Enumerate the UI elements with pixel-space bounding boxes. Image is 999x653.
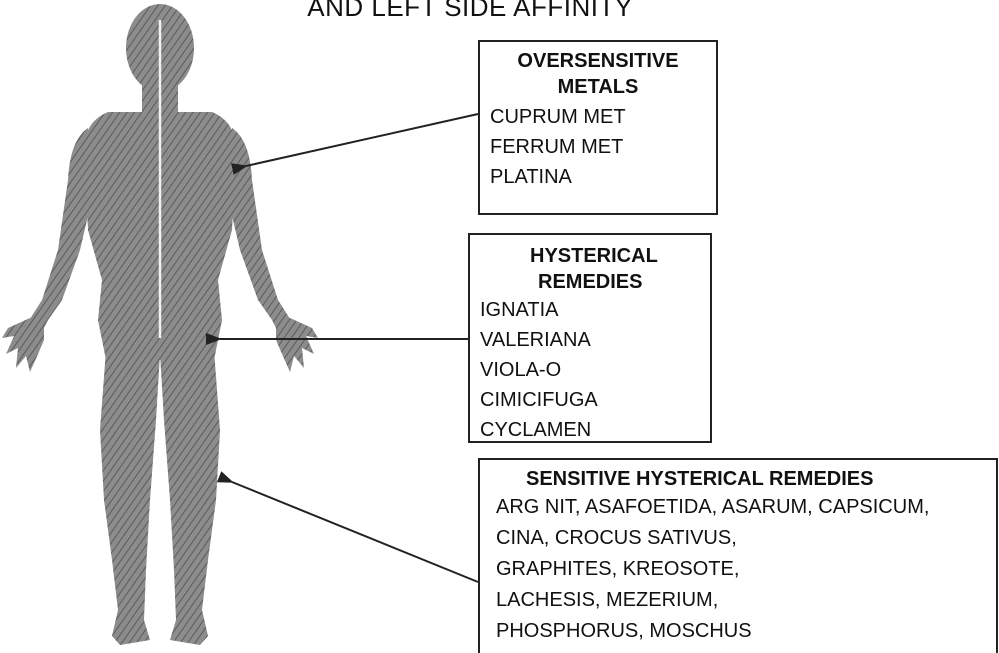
remedy-item: FERRUM MET — [480, 132, 716, 162]
remedy-item: PLATINA — [480, 162, 716, 192]
oversensitive-metals-box: OVERSENSITIVE METALS CUPRUM MET FERRUM M… — [478, 40, 718, 215]
hysterical-remedies-box: HYSTERICAL REMEDIES IGNATIA VALERIANA VI… — [468, 233, 712, 443]
remedy-item: CYCLAMEN — [470, 415, 710, 445]
box-heading: HYSTERICAL REMEDIES — [470, 243, 710, 295]
box-heading-line: METALS — [480, 74, 716, 100]
remedy-item: ARG NIT, ASAFOETIDA, ASARUM, CAPSICUM, — [480, 492, 996, 523]
remedy-item: VIOLA-O — [470, 355, 710, 385]
remedy-item: CIMICIFUGA — [470, 385, 710, 415]
left-leg-shape — [100, 350, 160, 645]
left-hand-shape — [2, 318, 44, 372]
remedy-item: IGNATIA — [470, 295, 710, 325]
box-heading-line: REMEDIES — [530, 269, 710, 295]
right-leg-shape — [160, 350, 220, 645]
remedy-item: PHOSPHORUS, MOSCHUS — [480, 616, 996, 647]
remedy-item: CUPRUM MET — [480, 102, 716, 132]
remedy-item: GRAPHITES, KREOSOTE, — [480, 554, 996, 585]
arrow-to-metals — [246, 114, 478, 166]
box-heading-line: SENSITIVE HYSTERICAL REMEDIES — [526, 466, 996, 492]
remedy-item: LACHESIS, MEZERIUM, — [480, 585, 996, 616]
diagram-title: AND LEFT SIDE AFFINITY — [260, 0, 680, 23]
box-heading: SENSITIVE HYSTERICAL REMEDIES — [480, 466, 996, 492]
right-hand-shape — [276, 318, 318, 372]
body-silhouette — [2, 4, 318, 645]
box-heading-line: OVERSENSITIVE — [480, 48, 716, 74]
remedy-item: VALERIANA — [470, 325, 710, 355]
left-arm-shape — [18, 128, 94, 336]
arrow-to-sensitive — [232, 482, 478, 582]
remedy-item: CINA, CROCUS SATIVUS, — [480, 523, 996, 554]
right-arm-shape — [226, 128, 302, 336]
box-heading: OVERSENSITIVE METALS — [480, 48, 716, 100]
sensitive-hysterical-remedies-box: SENSITIVE HYSTERICAL REMEDIES ARG NIT, A… — [478, 458, 998, 653]
box-heading-line: HYSTERICAL — [530, 243, 710, 269]
